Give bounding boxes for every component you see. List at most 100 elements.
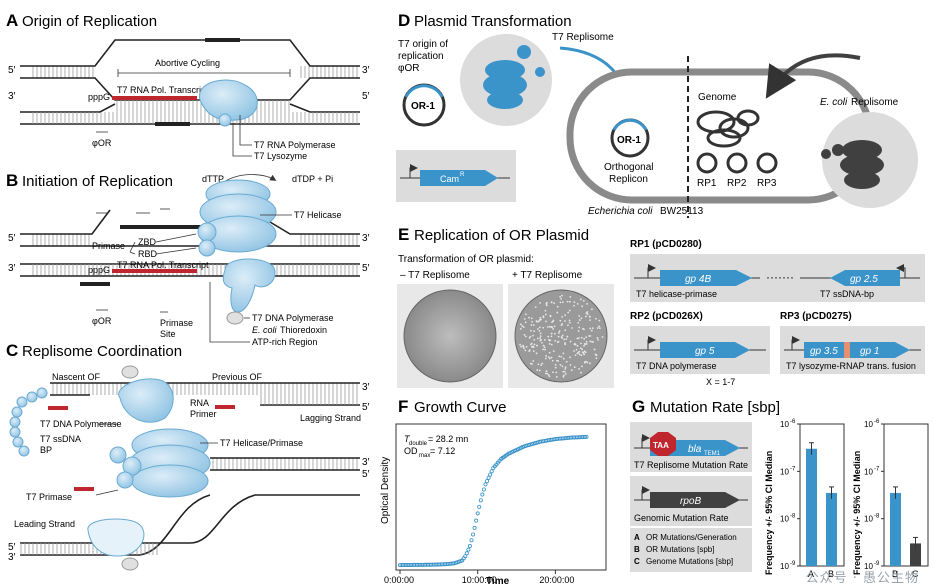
colony-dot	[544, 357, 547, 360]
colony-dot	[551, 359, 554, 362]
c-leading-pol-shape	[87, 518, 145, 557]
y-tick-exp: -6	[874, 419, 880, 425]
g-legend-box	[630, 528, 752, 572]
c-lagging: Lagging Strand	[300, 413, 361, 423]
colony-dot	[538, 369, 541, 372]
b-zbd: ZBD	[138, 237, 157, 247]
d-ecoli-rep2: Replisome	[851, 97, 899, 108]
y-tick-exp: -9	[790, 561, 796, 567]
colony-dot	[536, 344, 538, 347]
growth-point	[486, 475, 491, 480]
colony-dot	[519, 327, 522, 330]
colony-dot	[545, 355, 548, 357]
colony-dot	[532, 346, 535, 349]
growth-point	[489, 469, 494, 474]
f-odmax-val: = 7.12	[430, 446, 455, 456]
panel-c-letter: C	[6, 341, 18, 360]
colony-dot	[556, 305, 559, 308]
panel-e: E Replication of OR Plasmid Transformati…	[397, 225, 925, 388]
growth-xtick-label: 20:00:00	[539, 575, 574, 585]
colony-dot	[524, 321, 527, 324]
colony-dot	[590, 329, 593, 332]
colony-dot	[589, 362, 591, 365]
a-transcript-label: T7 RNA Pol. Transcript	[117, 85, 209, 95]
colony-dot	[563, 371, 566, 373]
d-strain1: Echerichia coli	[588, 206, 653, 217]
b-helicase-label: T7 Helicase	[294, 210, 342, 220]
colony-dot	[568, 309, 571, 312]
e-gp4b: gp 4B	[685, 274, 711, 285]
b-phior: φOR	[92, 316, 112, 326]
colony-dot	[532, 350, 535, 353]
colony-dot	[579, 347, 582, 350]
e-fusion: T7 lysozyme-RNAP trans. fusion	[786, 361, 916, 371]
colony-dot	[550, 356, 553, 359]
colony-dot	[552, 350, 555, 353]
growth-point	[464, 551, 469, 556]
colony-dot	[589, 319, 591, 322]
colony-dot	[554, 339, 557, 342]
colony-dot	[523, 317, 526, 320]
a-pppg: pppG	[88, 92, 110, 102]
d-ori3: φOR	[398, 63, 419, 74]
colony-dot	[549, 314, 552, 317]
colony-dot	[568, 319, 571, 322]
colony-dot	[542, 348, 544, 351]
y-tick-label: 10	[864, 562, 873, 571]
colony-dot	[577, 321, 580, 324]
e-rp1-title: RP1 (pCD0280)	[630, 239, 702, 250]
colony-dot	[530, 324, 533, 326]
panel-f: F Growth Curve Optical Density Time T do…	[380, 397, 607, 587]
colony-dot	[560, 297, 563, 300]
colony-dot	[532, 334, 534, 337]
f-odmax-sub: max	[419, 453, 430, 459]
colony-dot	[589, 315, 591, 318]
colony-dot	[591, 340, 593, 343]
colony-dot	[556, 359, 558, 362]
colony-dot	[580, 336, 583, 339]
y-tick-exp: -9	[874, 561, 880, 567]
bar-category-label: A	[808, 569, 814, 579]
colony-dot	[582, 299, 585, 302]
colony-dot	[542, 315, 545, 318]
colony-dot	[583, 353, 586, 356]
colony-dot	[544, 309, 547, 312]
d-ori2: replication	[398, 51, 444, 62]
colony-dot	[555, 375, 558, 378]
colony-dot	[564, 342, 566, 344]
colony-dot	[599, 327, 601, 330]
colony-dot	[545, 370, 548, 372]
d-orth1: Orthogonal	[604, 162, 653, 173]
colony-dot	[574, 354, 577, 357]
bar	[826, 492, 837, 566]
b-three-r: 3′	[362, 233, 370, 244]
colony-dot	[561, 294, 563, 297]
colony-dot	[528, 316, 530, 319]
colony-dot	[566, 300, 569, 303]
colony-dot	[578, 350, 581, 353]
colony-dot	[530, 342, 533, 345]
watermark: 公众号 · 愚公生物	[805, 571, 919, 586]
colony-dot	[533, 338, 536, 341]
bar	[890, 492, 901, 566]
d-ecoli-rep-shape	[821, 140, 884, 189]
colony-dot	[524, 349, 527, 352]
d-ori1: T7 origin of	[398, 39, 448, 50]
colony-dot	[519, 323, 522, 326]
c-ssb2: BP	[40, 445, 52, 455]
dna-b	[20, 209, 360, 286]
growth-point	[472, 525, 477, 530]
c-five-bot: 5′	[8, 542, 16, 553]
b-dnapol-label: T7 DNA Polymerase	[252, 313, 334, 323]
colony-dot	[560, 355, 563, 358]
panel-b-title: Initiation of Replication	[22, 173, 173, 190]
colony-dot	[570, 369, 573, 372]
c-dnapol-shape	[118, 378, 174, 423]
colony-dot	[528, 350, 531, 353]
d-replisome-label: T7 Replisome	[552, 32, 614, 43]
colony-dot	[520, 345, 522, 348]
y-tick-exp: -7	[790, 466, 796, 472]
colony-dot	[522, 326, 525, 329]
panel-g-letter: G	[632, 397, 645, 416]
b-five: 5′	[8, 233, 16, 244]
